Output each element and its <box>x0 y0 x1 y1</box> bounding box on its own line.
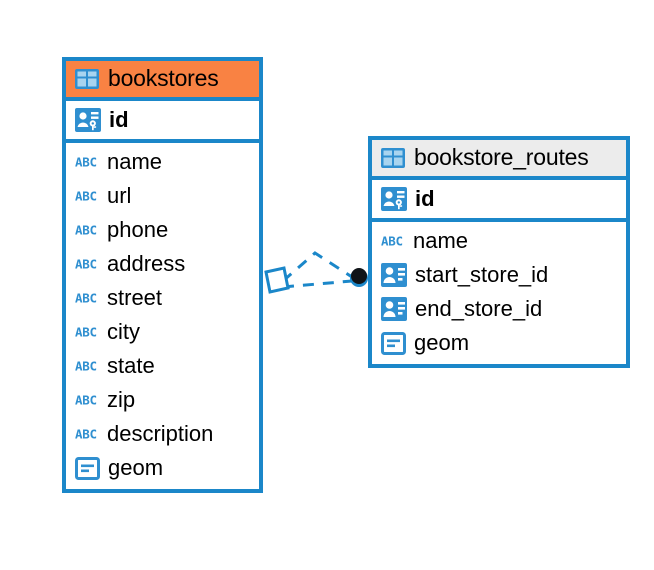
field-list-bookstores: ABC name ABC url ABC phone ABC address A… <box>66 143 259 489</box>
field-name: description <box>107 421 214 446</box>
table-icon <box>381 147 405 168</box>
field-name: geom <box>414 330 470 355</box>
foreign-key-icon <box>381 297 407 321</box>
text-type-icon: ABC <box>75 393 97 408</box>
text-type-icon: ABC <box>75 325 97 340</box>
field-name: geom <box>108 455 164 480</box>
relationship-line-end-store[interactable] <box>282 279 353 289</box>
field-row-id[interactable]: id <box>372 180 626 218</box>
field-name: address <box>107 251 186 276</box>
text-type-icon: ABC <box>75 291 97 306</box>
geometry-type-icon <box>381 331 406 355</box>
text-type-icon: ABC <box>75 427 97 442</box>
table-icon <box>75 68 99 89</box>
primary-key-block-bookstores: id <box>66 97 259 143</box>
svg-text:ABC: ABC <box>75 359 97 374</box>
field-row-start-store-id[interactable]: start_store_id <box>372 258 626 292</box>
svg-text:ABC: ABC <box>75 223 97 238</box>
text-type-icon: ABC <box>75 257 97 272</box>
svg-text:ABC: ABC <box>75 189 97 204</box>
field-name: state <box>107 353 155 378</box>
field-name: end_store_id <box>415 296 543 321</box>
field-name: name <box>107 149 163 174</box>
field-row-zip[interactable]: ABC zip <box>66 383 259 417</box>
field-name: name <box>413 228 469 253</box>
field-name: id <box>109 107 129 132</box>
table-title: bookstores <box>108 65 219 91</box>
field-name: url <box>107 183 132 208</box>
relationship-line-start-store[interactable] <box>282 251 353 283</box>
filled-circle-marker[interactable] <box>350 268 368 287</box>
field-row-street[interactable]: ABC street <box>66 281 259 315</box>
field-row-url[interactable]: ABC url <box>66 179 259 213</box>
svg-text:ABC: ABC <box>75 291 97 306</box>
primary-key-block-bookstore-routes: id <box>372 176 626 222</box>
table-title: bookstore_routes <box>414 144 589 170</box>
field-name: phone <box>107 217 169 242</box>
svg-text:ABC: ABC <box>75 427 97 442</box>
geometry-type-icon <box>75 456 100 480</box>
field-row-city[interactable]: ABC city <box>66 315 259 349</box>
field-row-name[interactable]: ABC name <box>372 224 626 258</box>
text-type-icon: ABC <box>381 234 403 249</box>
field-row-id[interactable]: id <box>66 101 259 139</box>
svg-text:ABC: ABC <box>381 234 403 249</box>
primary-key-icon <box>75 108 101 132</box>
field-row-phone[interactable]: ABC phone <box>66 213 259 247</box>
field-name: start_store_id <box>415 262 549 287</box>
svg-text:ABC: ABC <box>75 393 97 408</box>
diamond-open-marker[interactable] <box>264 266 290 294</box>
field-name: id <box>415 186 435 211</box>
entity-table-bookstore-routes[interactable]: bookstore_routes id <box>368 136 630 368</box>
field-row-description[interactable]: ABC description <box>66 417 259 451</box>
text-type-icon: ABC <box>75 223 97 238</box>
text-type-icon: ABC <box>75 155 97 170</box>
field-row-state[interactable]: ABC state <box>66 349 259 383</box>
foreign-key-icon <box>381 263 407 287</box>
field-row-geom[interactable]: geom <box>372 326 626 360</box>
table-header-bookstores[interactable]: bookstores <box>66 61 259 97</box>
svg-text:ABC: ABC <box>75 155 97 170</box>
primary-key-icon <box>381 187 407 211</box>
text-type-icon: ABC <box>75 189 97 204</box>
field-row-address[interactable]: ABC address <box>66 247 259 281</box>
field-row-geom[interactable]: geom <box>66 451 259 485</box>
entity-table-bookstores[interactable]: bookstores id <box>62 57 263 493</box>
text-type-icon: ABC <box>75 359 97 374</box>
field-list-bookstore-routes: ABC name start_store_id <box>372 222 626 364</box>
svg-text:ABC: ABC <box>75 325 97 340</box>
svg-text:ABC: ABC <box>75 257 97 272</box>
table-header-bookstore-routes[interactable]: bookstore_routes <box>372 140 626 176</box>
field-name: street <box>107 285 163 310</box>
field-row-end-store-id[interactable]: end_store_id <box>372 292 626 326</box>
field-name: city <box>107 319 140 344</box>
field-row-name[interactable]: ABC name <box>66 145 259 179</box>
field-name: zip <box>107 387 136 412</box>
